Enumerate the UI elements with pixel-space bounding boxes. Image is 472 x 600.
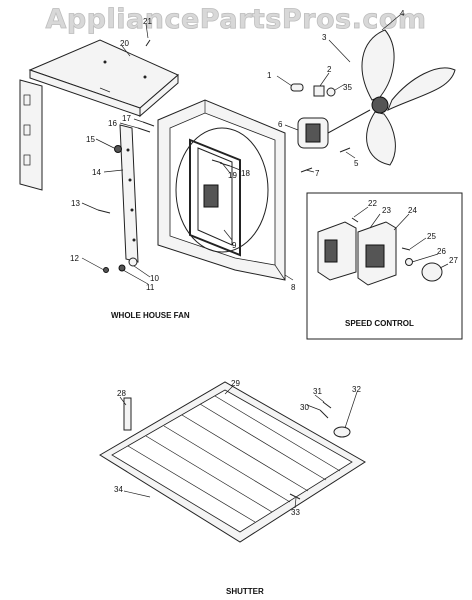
callout-11: 11: [146, 283, 155, 292]
control-plate-part-24: [357, 221, 397, 286]
screw-part-21: [145, 39, 151, 47]
speed-control-caption: SPEED CONTROL: [345, 319, 414, 328]
screw-part-19: [211, 159, 223, 164]
whole-house-fan-caption: WHOLE HOUSE FAN: [111, 311, 190, 320]
clip-part-2: [313, 85, 325, 97]
control-box-part-23: [317, 221, 357, 281]
washer-part-26: [405, 258, 413, 266]
callout-17: 17: [122, 114, 131, 123]
screw-part-22: [351, 217, 359, 223]
cap-part-35: [326, 87, 336, 97]
bumper-part-32: [333, 426, 351, 438]
side-bracket: [19, 79, 43, 191]
callout-20: 20: [120, 39, 129, 48]
callout-30: 30: [300, 403, 309, 412]
callout-2: 2: [327, 65, 332, 74]
watermark-text: AppliancePartsPros.com: [45, 4, 427, 36]
screw-part-25: [401, 247, 411, 251]
screw-part-16: [137, 127, 151, 133]
callout-5: 5: [354, 159, 359, 168]
callout-10: 10: [150, 274, 159, 283]
callout-34: 34: [114, 485, 123, 494]
shutter-louvers-part-29: [127, 395, 341, 523]
shutter-caption: SHUTTER: [226, 587, 264, 596]
callout-27: 27: [449, 256, 458, 265]
callout-33: 33: [291, 508, 300, 517]
callout-6: 6: [278, 120, 283, 129]
callout-22: 22: [368, 199, 377, 208]
callout-16: 16: [108, 119, 117, 128]
nut-part-12: [103, 267, 109, 273]
capacitor-part-1: [290, 83, 304, 92]
top-panel-part-20: [28, 39, 179, 118]
callout-9: 9: [232, 241, 237, 250]
screw-part-17: [142, 121, 155, 127]
callout-3: 3: [322, 33, 327, 42]
callout-25: 25: [427, 232, 436, 241]
callout-23: 23: [382, 206, 391, 215]
callout-29: 29: [231, 379, 240, 388]
shutter-frame-part-34: [99, 381, 366, 543]
callout-32: 32: [352, 385, 361, 394]
screw-part-13: [97, 209, 111, 214]
motor-part-6: [297, 109, 371, 149]
callout-7: 7: [315, 169, 320, 178]
callout-13: 13: [71, 199, 80, 208]
callout-8: 8: [291, 283, 296, 292]
screw-part-31: [322, 401, 332, 409]
callout-4: 4: [400, 9, 405, 18]
screw-part-18: [219, 162, 231, 167]
fan-housing-part-8: [157, 99, 286, 281]
strip-part-33: [289, 493, 301, 500]
nut-part-15: [114, 145, 122, 153]
nut-part-11: [118, 264, 126, 272]
callout-31: 31: [313, 387, 322, 396]
callout-24: 24: [408, 206, 417, 215]
screw-part-30: [319, 409, 329, 419]
screw-part-5: [339, 147, 351, 153]
washer-part-10: [128, 257, 138, 267]
callout-15: 15: [86, 135, 95, 144]
leader-lines: [81, 14, 449, 509]
callout-12: 12: [70, 254, 79, 263]
callout-1: 1: [267, 71, 272, 80]
motor-bracket-part-9: [189, 138, 241, 257]
callout-28: 28: [117, 389, 126, 398]
fan-blade-part-3: [361, 29, 456, 166]
callout-19: 19: [228, 171, 237, 180]
callout-35: 35: [343, 83, 352, 92]
knob-part-27: [421, 262, 443, 282]
speed-control-frame: [306, 192, 463, 340]
callout-18: 18: [241, 169, 250, 178]
callout-26: 26: [437, 247, 446, 256]
callout-14: 14: [92, 168, 101, 177]
callout-labels: 1 2 3 4 5 6 7 8 9 10 11 12 13 14 15 16 1…: [70, 9, 458, 517]
rail-part-14: [119, 124, 139, 263]
hinge-part-28: [123, 397, 132, 431]
callout-21: 21: [143, 17, 152, 26]
